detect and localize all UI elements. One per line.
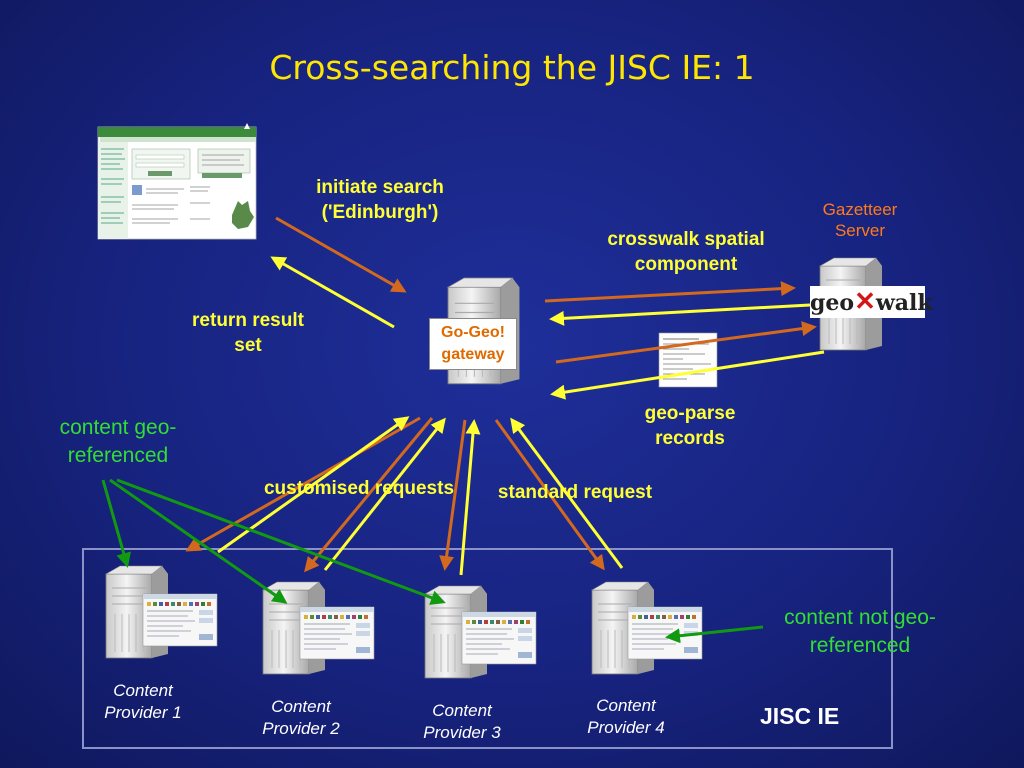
crosswalk-response-arrow bbox=[549, 303, 811, 326]
response-provider-2-arrow bbox=[323, 417, 446, 571]
slide-title: Cross-searching the JISC IE: 1 bbox=[269, 48, 755, 87]
geoxwalk-logo-left: geo bbox=[810, 290, 855, 316]
initiate-search-arrow bbox=[275, 216, 407, 293]
geo-referenced-arrow-2 bbox=[109, 478, 288, 604]
customised-requests-label: customised requests bbox=[263, 478, 455, 499]
geoxwalk-logo: geo✕walk bbox=[810, 286, 933, 318]
jisc-ie-label: JISC IE bbox=[760, 703, 840, 729]
jisc-ie-boundary bbox=[82, 548, 893, 749]
request-provider-2-arrow bbox=[304, 417, 434, 573]
go-geo-screenshot-thumbnail bbox=[97, 123, 257, 240]
provider-4-label: Content Provider 4 bbox=[587, 696, 665, 737]
initiate-search-label: initiate search ('Edinburgh') bbox=[316, 177, 444, 223]
response-provider-4-arrow bbox=[510, 417, 624, 569]
provider-1-page-icon bbox=[142, 593, 218, 647]
provider-1-label: Content Provider 1 bbox=[104, 681, 182, 722]
return-result-arrow bbox=[270, 256, 395, 329]
geoxwalk-x-icon: ✕ bbox=[854, 287, 876, 317]
provider-3-page-icon bbox=[461, 611, 537, 665]
gateway-label-box: Go-Geo! gateway bbox=[429, 318, 517, 370]
geo-referenced-arrow-1 bbox=[101, 479, 131, 568]
return-result-label: return result set bbox=[192, 310, 304, 356]
response-provider-3-arrow bbox=[459, 419, 481, 576]
content-geo-referenced-label: content geo- referenced bbox=[59, 416, 177, 467]
geo-referenced-arrow-3 bbox=[116, 478, 446, 605]
provider-2-label: Content Provider 2 bbox=[262, 697, 340, 738]
provider-3-label: Content Provider 3 bbox=[423, 701, 501, 742]
not-geo-referenced-arrow bbox=[665, 625, 764, 644]
gazetteer-server-label: Gazetteer Server bbox=[822, 200, 898, 240]
geo-parse-label: geo-parse records bbox=[644, 403, 736, 449]
crosswalk-request-arrow bbox=[544, 281, 796, 303]
request-provider-3-arrow bbox=[439, 419, 467, 571]
request-provider-1-arrow bbox=[185, 416, 421, 552]
provider-2-page-icon bbox=[299, 606, 375, 660]
geo-parse-request-arrow bbox=[555, 321, 817, 364]
request-provider-4-arrow bbox=[494, 419, 605, 571]
standard-request-label: standard request bbox=[497, 482, 653, 503]
provider-4-page-icon bbox=[627, 606, 703, 660]
geoxwalk-logo-right: walk bbox=[875, 290, 933, 316]
content-not-geo-referenced-label: content not geo- referenced bbox=[784, 606, 936, 657]
gateway-label: Go-Geo! gateway bbox=[441, 324, 505, 363]
crosswalk-label: crosswalk spatial component bbox=[607, 229, 765, 275]
geo-parse-response-arrow bbox=[550, 350, 825, 400]
